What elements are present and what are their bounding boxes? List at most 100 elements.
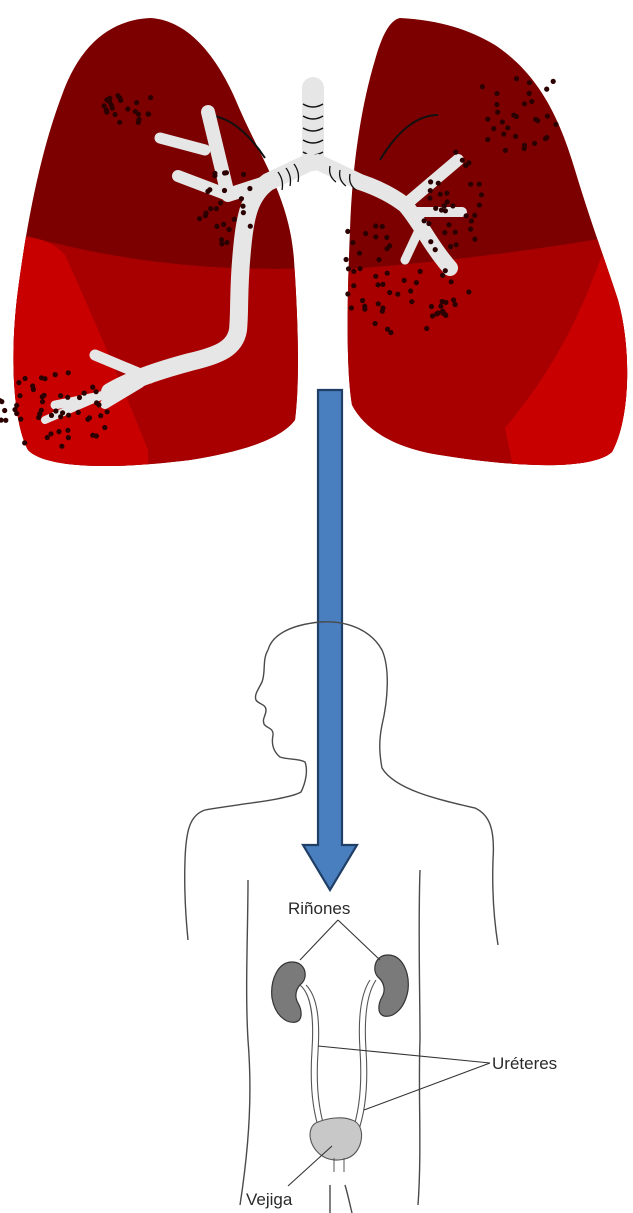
bacteria-dot — [428, 179, 433, 184]
bacteria-dot — [443, 268, 448, 273]
bacteria-dot — [449, 279, 454, 284]
bacteria-dot — [527, 91, 532, 96]
bacteria-dot — [77, 395, 82, 400]
bacteria-dot — [422, 218, 427, 223]
bacteria-dot — [446, 222, 451, 227]
label-bladder: Vejiga — [246, 1190, 293, 1209]
bacteria-dot — [440, 299, 445, 304]
bacteria-dot — [532, 141, 537, 146]
bacteria-dot — [345, 291, 350, 296]
bacteria-dot — [104, 110, 109, 115]
bacteria-dot — [460, 158, 465, 163]
bacteria-dot — [247, 186, 252, 191]
bacteria-dot — [208, 206, 213, 211]
bacteria-dot — [505, 125, 510, 130]
bacteria-dot — [436, 181, 441, 186]
bacteria-dot — [113, 112, 118, 117]
bacteria-dot — [363, 231, 368, 236]
bacteria-dot — [222, 170, 227, 175]
bacteria-dot — [544, 87, 549, 92]
bacteria-dot — [212, 171, 217, 176]
bacteria-dot — [427, 196, 432, 201]
bacteria-dot — [105, 409, 110, 414]
bacteria-dot — [500, 119, 505, 124]
bacteria-dot — [428, 239, 433, 244]
bacteria-dot — [146, 112, 151, 117]
bacteria-dot — [87, 415, 92, 420]
bacteria-dot — [214, 206, 219, 211]
bacteria-dot — [491, 126, 496, 131]
bacteria-dot — [22, 440, 27, 445]
bacteria-dot — [110, 106, 115, 111]
bacteria-dot — [453, 302, 458, 307]
bacteria-dot — [426, 221, 431, 226]
bacteria-dot — [494, 102, 499, 107]
bacteria-dot — [551, 79, 556, 84]
bacteria-dot — [115, 93, 120, 98]
bacteria-dot — [429, 304, 434, 309]
bacteria-dot — [385, 327, 390, 332]
bacteria-dot — [42, 393, 47, 398]
bacteria-dot — [18, 417, 23, 422]
bacteria-dot — [351, 283, 356, 288]
bacteria-dot — [344, 257, 349, 262]
bacteria-dot — [350, 240, 355, 245]
bacteria-dot — [522, 143, 527, 148]
bacteria-dot — [214, 224, 219, 229]
bacteria-dot — [453, 230, 458, 235]
bacteria-dot — [529, 99, 534, 104]
bacteria-dot — [204, 211, 209, 216]
bacteria-dot — [197, 216, 202, 221]
bacteria-dot — [49, 413, 54, 418]
bacteria-dot — [60, 410, 65, 415]
bacteria-dot — [418, 269, 423, 274]
bacteria-dot — [448, 244, 453, 249]
bacteria-dot — [453, 150, 458, 155]
bacteria-dot — [442, 312, 447, 317]
bacteria-dot — [102, 425, 107, 430]
bacteria-dot — [136, 112, 141, 117]
bacteria-dot — [65, 395, 70, 400]
bacteria-dot — [360, 298, 365, 303]
bacteria-dot — [16, 380, 21, 385]
bacteria-dot — [218, 200, 223, 205]
bacteria-dot — [480, 84, 485, 89]
bacteria-dot — [387, 243, 392, 248]
bacteria-dot — [31, 387, 36, 392]
bacteria-dot — [45, 435, 50, 440]
bacteria-dot — [17, 393, 22, 398]
bacteria-dot — [468, 227, 473, 232]
bacteria-dot — [240, 204, 245, 209]
bacteria-dot — [485, 117, 490, 122]
bacteria-dot — [94, 400, 99, 405]
bacteria-dot — [477, 182, 482, 187]
bacteria-dot — [553, 122, 558, 127]
bacteria-dot — [205, 189, 210, 194]
bacteria-dot — [125, 106, 130, 111]
bacteria-dot — [501, 132, 506, 137]
bacteria-dot — [117, 120, 122, 125]
bacteria-dot — [545, 114, 550, 119]
bacteria-dot — [373, 223, 378, 228]
bacteria-dot — [65, 428, 70, 433]
bacteria-dot — [37, 411, 42, 416]
bacteria-dot — [58, 393, 63, 398]
label-kidneys: Riñones — [288, 899, 350, 918]
bacteria-dot — [376, 301, 381, 306]
bacteria-dot — [357, 251, 362, 256]
bacteria-dot — [2, 408, 7, 413]
bacteria-dot — [503, 148, 508, 153]
bacteria-dot — [43, 376, 48, 381]
bacteria-dot — [373, 321, 378, 326]
bacteria-dot — [472, 213, 477, 218]
bacteria-dot — [53, 408, 58, 413]
bacteria-dot — [430, 313, 435, 318]
bacteria-dot — [227, 227, 232, 232]
bacteria-dot — [442, 230, 447, 235]
bacteria-dot — [450, 203, 455, 208]
bacteria-dot — [219, 241, 224, 246]
bacteria-dot — [535, 118, 540, 123]
bacteria-dot — [463, 163, 468, 168]
bacteria-dot — [351, 269, 356, 274]
